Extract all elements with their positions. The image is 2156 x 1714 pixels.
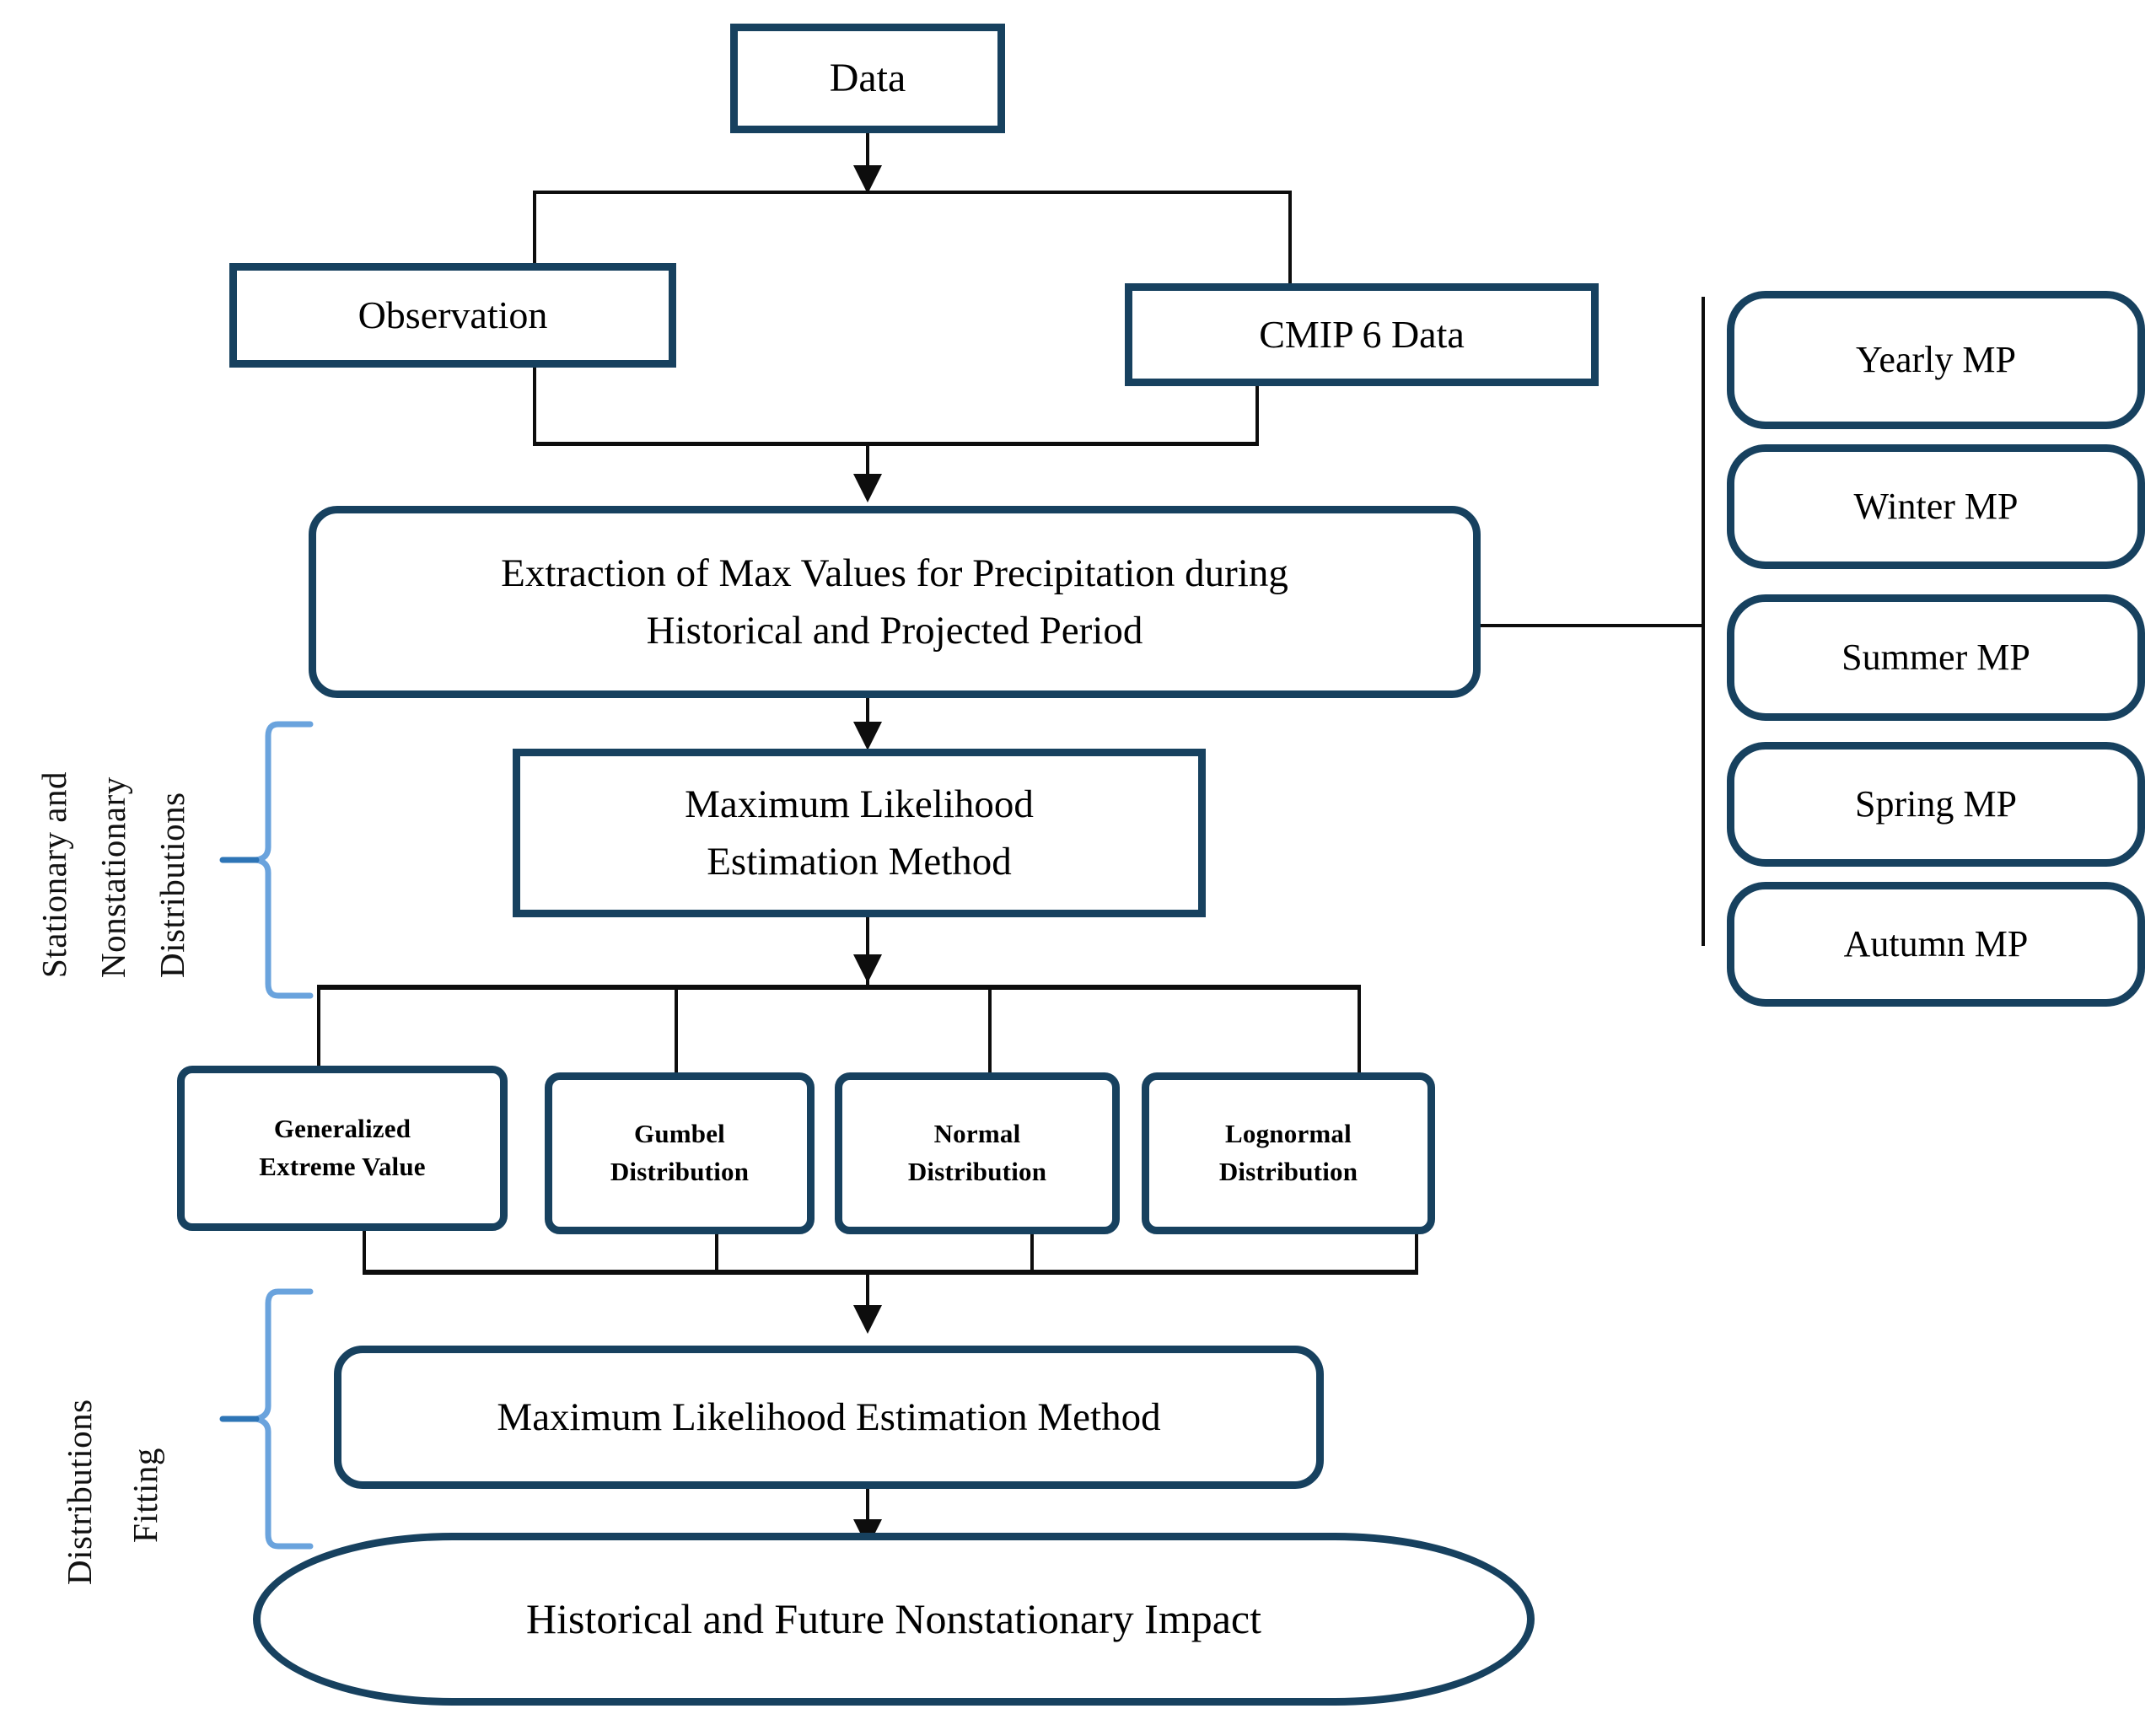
- node-cmip6[interactable]: CMIP 6 Data: [1125, 283, 1599, 386]
- side-label-fitting-line2: Fitting: [126, 1448, 164, 1543]
- node-mle-top-line1: Maximum Likelihood: [685, 782, 1034, 826]
- connector-dist-up-4: [1415, 1233, 1418, 1273]
- brace-distributions-fitting: [219, 1288, 320, 1550]
- connector-split-left-down: [533, 191, 536, 268]
- node-distribution-gumbel[interactable]: Gumbel Distribution: [545, 1072, 815, 1234]
- node-distribution-gev[interactable]: Generalized Extreme Value: [177, 1066, 508, 1231]
- arrowhead-data-down: [853, 165, 882, 194]
- node-observation-label: Observation: [358, 293, 548, 336]
- side-label-stationary-line1: Stationary and: [35, 771, 73, 978]
- node-mle-bottom-label: Maximum Likelihood Estimation Method: [497, 1394, 1161, 1439]
- node-mle-bottom[interactable]: Maximum Likelihood Estimation Method: [334, 1346, 1324, 1489]
- connector-dist-drop-1: [317, 985, 320, 1066]
- node-mp-autumn-label: Autumn MP: [1843, 923, 2029, 965]
- connector-dist-up-3: [1030, 1233, 1034, 1273]
- connector-data-down: [866, 133, 869, 177]
- node-final-outcome-label: Historical and Future Nonstationary Impa…: [526, 1595, 1261, 1643]
- connector-mp-spine: [1702, 297, 1705, 946]
- node-data-label: Data: [829, 56, 906, 101]
- connector-dist-drop-2: [675, 985, 678, 1074]
- node-distribution-normal-line1: Normal: [933, 1119, 1021, 1149]
- connector-dist-merge-down: [866, 1270, 869, 1320]
- side-label-stationary-line2: Nonstationary: [94, 776, 132, 978]
- arrowhead-mle-bottom: [853, 1305, 882, 1334]
- connector-mle-bottom-down: [866, 1489, 869, 1533]
- connector-dist-drop-4: [1358, 985, 1361, 1074]
- side-label-stationary-line3: Distributions: [153, 792, 191, 978]
- connector-split-right-down: [1288, 191, 1292, 292]
- side-label-nonstationary: Nonstationary: [93, 674, 133, 978]
- node-mp-winter[interactable]: Winter MP: [1727, 444, 2145, 569]
- node-mp-yearly[interactable]: Yearly MP: [1727, 291, 2145, 429]
- node-observation[interactable]: Observation: [229, 263, 676, 368]
- node-mp-winter-label: Winter MP: [1853, 486, 2019, 528]
- node-final-outcome[interactable]: Historical and Future Nonstationary Impa…: [253, 1533, 1535, 1706]
- brace-stationary-distributions: [219, 721, 320, 999]
- node-mp-summer-label: Summer MP: [1841, 637, 2030, 679]
- connector-extraction-to-mp: [1481, 624, 1704, 627]
- arrowhead-extraction: [853, 474, 882, 502]
- node-cmip6-label: CMIP 6 Data: [1259, 312, 1465, 356]
- connector-merge-bar-sources: [533, 442, 1259, 446]
- node-mp-summer[interactable]: Summer MP: [1727, 594, 2145, 721]
- node-mle-top[interactable]: Maximum Likelihood Estimation Method: [513, 749, 1206, 917]
- arrowhead-dist-split: [853, 954, 882, 983]
- node-distribution-gumbel-line2: Distribution: [610, 1157, 750, 1186]
- node-mp-spring-label: Spring MP: [1855, 783, 2017, 825]
- side-label-stationary-distributions: Stationary and: [34, 674, 74, 978]
- node-distribution-lognormal[interactable]: Lognormal Distribution: [1142, 1072, 1435, 1234]
- connector-observation-down: [533, 368, 536, 443]
- connector-cmip6-down: [1255, 386, 1259, 443]
- node-mle-top-line2: Estimation Method: [707, 840, 1012, 884]
- connector-mle-top-down: [866, 917, 869, 990]
- connector-dist-drop-3: [988, 985, 992, 1074]
- side-label-distributions-fitting-line2: Fitting: [125, 1256, 165, 1543]
- connector-merge-down-extraction: [866, 442, 869, 487]
- node-distribution-gev-line1: Generalized: [273, 1114, 411, 1144]
- node-distribution-gumbel-line1: Gumbel: [634, 1119, 725, 1149]
- node-data[interactable]: Data: [730, 24, 1005, 133]
- connector-split-bar-top: [533, 191, 1292, 194]
- connector-extraction-down: [866, 698, 869, 733]
- connector-dist-up-1: [363, 1222, 366, 1273]
- connector-dist-split-bar: [317, 985, 1361, 990]
- side-label-fitting-line1: Distributions: [60, 1399, 99, 1585]
- node-mp-yearly-label: Yearly MP: [1856, 339, 2016, 381]
- connector-dist-merge-bar: [363, 1270, 1418, 1275]
- node-distribution-gev-line2: Extreme Value: [259, 1152, 426, 1181]
- node-distribution-normal[interactable]: Normal Distribution: [835, 1072, 1120, 1234]
- node-distribution-lognormal-line1: Lognormal: [1225, 1119, 1352, 1149]
- side-label-distributions-fitting-line1: Distributions: [59, 1298, 99, 1585]
- node-extraction[interactable]: Extraction of Max Values for Precipitati…: [309, 506, 1481, 698]
- node-distribution-normal-line2: Distribution: [907, 1157, 1047, 1186]
- connector-dist-up-2: [715, 1233, 718, 1273]
- arrowhead-mle-top: [853, 722, 882, 750]
- node-mp-spring[interactable]: Spring MP: [1727, 742, 2145, 867]
- node-extraction-line1: Extraction of Max Values for Precipitati…: [501, 551, 1288, 595]
- node-extraction-line2: Historical and Projected Period: [646, 609, 1143, 653]
- node-mp-autumn[interactable]: Autumn MP: [1727, 882, 2145, 1007]
- side-label-distributions-word: Distributions: [152, 674, 192, 978]
- node-distribution-lognormal-line2: Distribution: [1218, 1157, 1358, 1186]
